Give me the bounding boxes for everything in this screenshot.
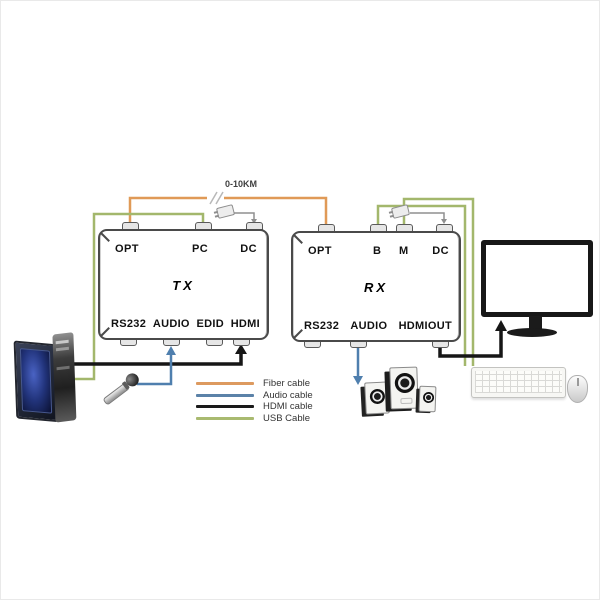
power-wire-rx-line xyxy=(410,212,445,219)
hdmi-cable-tx-line xyxy=(57,353,243,366)
distance-label: 0-10KM xyxy=(224,179,257,189)
legend-line-fiber xyxy=(196,382,254,386)
microphone-body xyxy=(100,370,142,407)
speaker-driver xyxy=(422,391,435,404)
tx-bottom-port-labels: RS232 AUDIO EDID HDMI xyxy=(111,318,260,330)
tx-unit-name: TX xyxy=(172,278,195,293)
rx-port-label-hdmiout: HDMIOUT xyxy=(398,320,452,332)
monitor-icon xyxy=(481,240,593,317)
tx-port-label-rs232: RS232 xyxy=(111,318,147,330)
audio-cable-tx-line xyxy=(137,354,173,386)
hdmi-cable-rx-line xyxy=(438,329,503,358)
rx-port-label-b: B xyxy=(373,245,382,257)
audio-cable-tx-arrow xyxy=(166,346,176,355)
legend-line-hdmi xyxy=(196,405,254,409)
legend-row-hdmi: HDMI cable xyxy=(196,401,313,413)
usb-cable-tx-line xyxy=(61,212,205,381)
rx-port-label-m: M xyxy=(399,245,409,257)
legend-label-audio: Audio cable xyxy=(263,389,313,401)
rx-bottom-port-labels: RS232 AUDIO HDMIOUT xyxy=(304,320,452,332)
rx-unit-name: RX xyxy=(363,280,389,295)
speaker-subwoofer-icon xyxy=(389,366,419,410)
monitor-stand-base xyxy=(507,328,557,337)
legend-label-fiber: Fiber cable xyxy=(263,378,310,389)
monitor-stand-neck xyxy=(529,316,542,330)
power-wire-rx-arrow xyxy=(441,219,447,224)
fiber-break-mark xyxy=(209,191,218,205)
speaker-satellite-left-icon xyxy=(364,381,390,415)
rx-unit-box: OPT B M DC RX RS232 AUDIO HDMIOUT xyxy=(291,231,461,342)
microphone-icon xyxy=(98,370,148,410)
legend-line-audio xyxy=(196,393,254,397)
rx-port-label-audio: AUDIO xyxy=(350,320,388,332)
tx-port-label-opt: OPT xyxy=(115,243,139,255)
keyboard-keys xyxy=(475,371,562,393)
legend-label-usb: USB Cable xyxy=(263,412,310,424)
rx-port-label-opt: OPT xyxy=(308,245,332,257)
computer-front-panel xyxy=(52,332,77,423)
legend-row-audio: Audio cable xyxy=(196,390,313,402)
rx-port-label-rs232: RS232 xyxy=(304,320,340,332)
tx-port-label-edid: EDID xyxy=(196,318,224,330)
computer-tower-icon xyxy=(12,332,79,429)
hdmi-cable-rx-arrow xyxy=(495,320,507,331)
mouse-icon xyxy=(567,375,588,403)
cable-legend: Fiber cable Audio cable HDMI cable USB C… xyxy=(196,378,313,424)
power-wire-tx-arrow xyxy=(251,219,257,224)
keyboard-icon xyxy=(471,367,566,398)
tx-unit-box: OPT PC DC TX RS232 AUDIO EDID HDMI xyxy=(98,229,269,340)
tx-port-label-hdmi: HDMI xyxy=(230,318,260,330)
legend-row-usb: USB Cable xyxy=(196,413,313,425)
tx-port-label-audio: AUDIO xyxy=(152,318,190,330)
computer-side-panel xyxy=(13,340,59,423)
rx-port-label-dc: DC xyxy=(432,245,449,257)
power-wire-tx-line xyxy=(234,212,255,219)
hdmi-cable-tx-arrow xyxy=(235,344,247,354)
speaker-satellite-right-icon xyxy=(418,385,437,413)
speaker-driver xyxy=(394,372,416,394)
usb-cable-rx-b-line xyxy=(376,204,467,366)
tx-port-label-dc: DC xyxy=(240,243,257,255)
legend-label-hdmi: HDMI cable xyxy=(263,401,313,412)
computer-window xyxy=(19,348,53,414)
legend-line-usb xyxy=(196,416,254,420)
legend-row-fiber: Fiber cable xyxy=(196,378,313,390)
tx-port-label-pc: PC xyxy=(192,243,209,255)
audio-cable-rx-arrow xyxy=(353,376,363,385)
speaker-driver xyxy=(369,388,386,405)
fiber-break-mark xyxy=(215,191,224,205)
fiber-cable-line xyxy=(128,196,328,230)
